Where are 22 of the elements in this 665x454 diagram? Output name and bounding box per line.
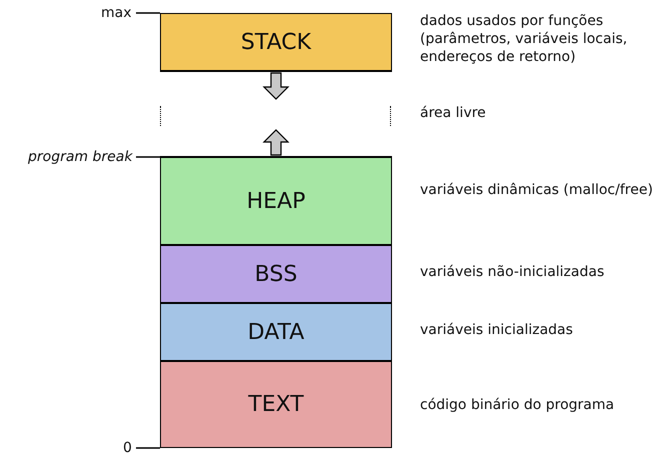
memory-segment — [160, 361, 392, 448]
address-label: max — [101, 4, 132, 22]
memory-segment — [160, 157, 392, 245]
segment-description: variáveis dinâmicas (malloc/free) — [420, 181, 654, 199]
segment-description: variáveis inicializadas — [420, 321, 574, 339]
segment-description: área livre — [420, 104, 487, 122]
address-label: 0 — [123, 439, 132, 454]
segment-name: STACK — [240, 30, 312, 54]
tick-line — [136, 447, 160, 449]
segment-description: variáveis não-inicializadas — [420, 263, 606, 281]
tick-line — [136, 12, 160, 14]
segment-description: código binário do programa — [420, 396, 616, 414]
segment-name: DATA — [248, 320, 304, 344]
segment-name: HEAP — [246, 188, 306, 214]
memory-segment — [160, 13, 392, 71]
memory-segment — [160, 303, 392, 361]
tick-line — [136, 156, 160, 158]
segment-name: TEXT — [248, 392, 304, 417]
memory-segment — [160, 245, 392, 303]
segment-name: BSS — [254, 262, 298, 286]
address-label: program break — [28, 148, 132, 166]
segment-description: dados usados por funções (parâmetros, variáveis locais, endereços de retorno) — [420, 12, 628, 66]
